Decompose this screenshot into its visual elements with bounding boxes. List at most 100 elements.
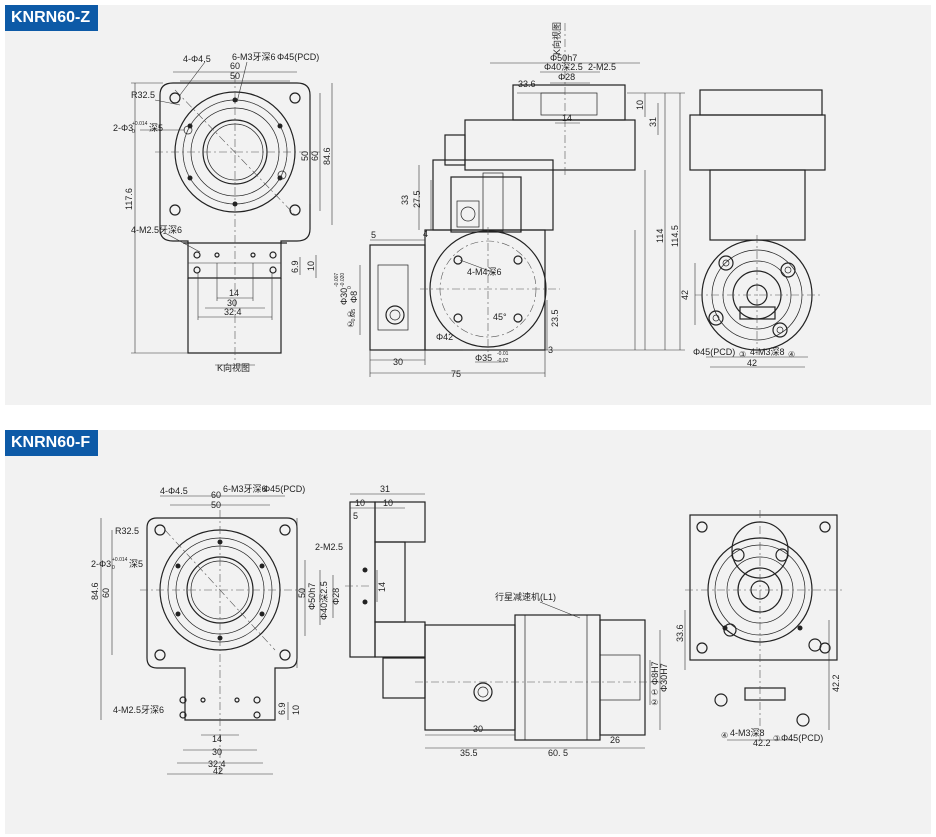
dim-6-9: 6.9: [290, 260, 300, 273]
label-pin-sub: 0: [112, 565, 115, 571]
dim-84-6: 84.6: [322, 147, 332, 165]
label-circ3: ③: [739, 350, 746, 359]
label-circ4: ④: [788, 350, 795, 359]
label-circ2: ②: [347, 320, 354, 329]
dim-23-5: 23.5: [550, 309, 560, 327]
dim-50: 50: [230, 71, 240, 81]
label-r: R32.5: [131, 90, 155, 100]
label-phi40: Φ40深2.5: [319, 581, 329, 620]
dim-60v: 60: [101, 588, 111, 598]
label-circ3: ③: [773, 734, 780, 743]
label-pin-depth: 深5: [129, 559, 143, 569]
dim-42b: 42: [747, 358, 757, 368]
label-circ1: ①: [651, 688, 658, 697]
label-phi30-sub: -0.020: [340, 273, 346, 287]
section-title: KNRN60-Z: [5, 5, 99, 31]
dim-42: 42: [680, 290, 690, 300]
dim-6-9: 6.9: [277, 702, 287, 715]
label-phi8-sub: -0.015: [351, 309, 357, 323]
label-phi8h7: Φ8H7: [650, 661, 660, 685]
section-title: KNRN60-F: [5, 430, 99, 456]
dim-30b: 30: [393, 357, 403, 367]
label-m25: 4-M2.5牙深6: [113, 705, 164, 715]
label-m25b: 2-M2.5: [315, 542, 343, 552]
dim-5: 5: [371, 230, 376, 240]
label-phi35-sub: -0.02: [497, 358, 509, 364]
dim-50: 50: [211, 500, 221, 510]
label-phi28: Φ28: [331, 588, 341, 605]
label-phi50h7: Φ50h7: [307, 583, 317, 610]
label-pin-sup: +0.014: [132, 121, 148, 127]
label-holes6: 6-M3牙深6: [232, 52, 276, 62]
dim-10: 10: [306, 261, 316, 271]
label-kview-top: K向视图: [551, 22, 562, 55]
label-phi35-sup: -0.01: [497, 351, 509, 357]
knrn60-z-panel: KNRN60-Z: [5, 5, 931, 405]
dim-14b: 14: [562, 113, 572, 123]
label-circ1: ①: [347, 310, 354, 319]
dim-75: 75: [451, 369, 461, 379]
dim-35-5: 35.5: [460, 748, 478, 758]
label-pcd: Φ45(PCD): [263, 484, 305, 494]
dim-60: 60: [211, 490, 221, 500]
dim-30b: 30: [473, 724, 483, 734]
dim-50v: 50: [300, 151, 310, 161]
dim-114-5: 114.5: [670, 225, 680, 247]
dim-84-6: 84.6: [90, 582, 100, 600]
knrn60-f-drawing: 4-Φ4.5 6-M3牙深6 Φ45(PCD) 60 50 R32.5 2-Φ3…: [90, 484, 845, 776]
label-phi30h7: Φ30H7: [659, 663, 669, 692]
dim-42-2b: 42.2: [753, 738, 771, 748]
dim-4: 4: [423, 229, 428, 239]
label-pin-sub: 0: [132, 129, 135, 135]
label-m25: 4-M2.5牙深6: [131, 225, 182, 235]
dim-33: 33: [400, 195, 410, 205]
label-circ4: ④: [721, 731, 728, 740]
side-view: [304, 493, 661, 749]
dim-114: 114: [655, 229, 665, 243]
label-pin-depth: 深5: [149, 123, 163, 133]
dim-30: 30: [227, 298, 237, 308]
side-view: [359, 23, 685, 377]
dim-14: 14: [212, 734, 222, 744]
end-view: [684, 510, 845, 741]
label-holes4: 4-Φ4.5: [160, 486, 188, 496]
label-pcd45: Φ45(PCD): [693, 347, 735, 357]
dim-60-5: 60. 5: [548, 748, 568, 758]
label-holes4: 4-Φ4.5: [183, 54, 211, 64]
dim-32-4: 32.4: [208, 759, 226, 769]
label-ang45: 45°: [493, 312, 507, 322]
label-circ2: ②: [651, 698, 658, 707]
label-holes6: 6-M3牙深6: [223, 484, 267, 494]
dim-117-6: 117.6: [124, 188, 134, 210]
dim-31: 31: [380, 484, 390, 494]
label-pcd: Φ45(PCD): [277, 52, 319, 62]
dim-10a: 10: [355, 498, 365, 508]
dim-10: 10: [291, 705, 301, 715]
front-view: [100, 495, 305, 775]
dim-14b: 14: [377, 582, 387, 592]
label-m3: 4-M3深8: [750, 347, 785, 357]
dim-3: 3: [548, 345, 553, 355]
dim-60v: 60: [310, 151, 320, 161]
dim-33-6: 33.6: [675, 624, 685, 642]
dim-10b: 10: [383, 498, 393, 508]
label-pin: 2-Φ3: [91, 559, 111, 569]
dim-10b: 10: [635, 100, 645, 110]
label-phi8: Φ8: [349, 291, 359, 303]
label-pin: 2-Φ3: [113, 123, 133, 133]
front-view: [131, 61, 333, 366]
end-view: [689, 89, 826, 368]
dim-32-4: 32.4: [224, 307, 242, 317]
label-phi50h7: Φ50h7: [550, 53, 577, 63]
knrn60-z-drawing: 4-Φ4.5 6-M3牙深6 Φ45(PCD) 60 50 R32.5 2-Φ3…: [113, 22, 826, 379]
label-phi30-sup: -0.007: [334, 273, 340, 287]
label-phi8-sup: 0: [347, 286, 353, 289]
dim-50v: 50: [297, 588, 307, 598]
label-phi40: Φ40深2.5: [544, 62, 583, 72]
dim-42-2: 42.2: [831, 674, 841, 692]
label-phi30: Φ30: [339, 288, 349, 305]
dim-26: 26: [610, 735, 620, 745]
label-r: R32.5: [115, 526, 139, 536]
label-phi28: Φ28: [558, 72, 575, 82]
dim-14: 14: [229, 288, 239, 298]
